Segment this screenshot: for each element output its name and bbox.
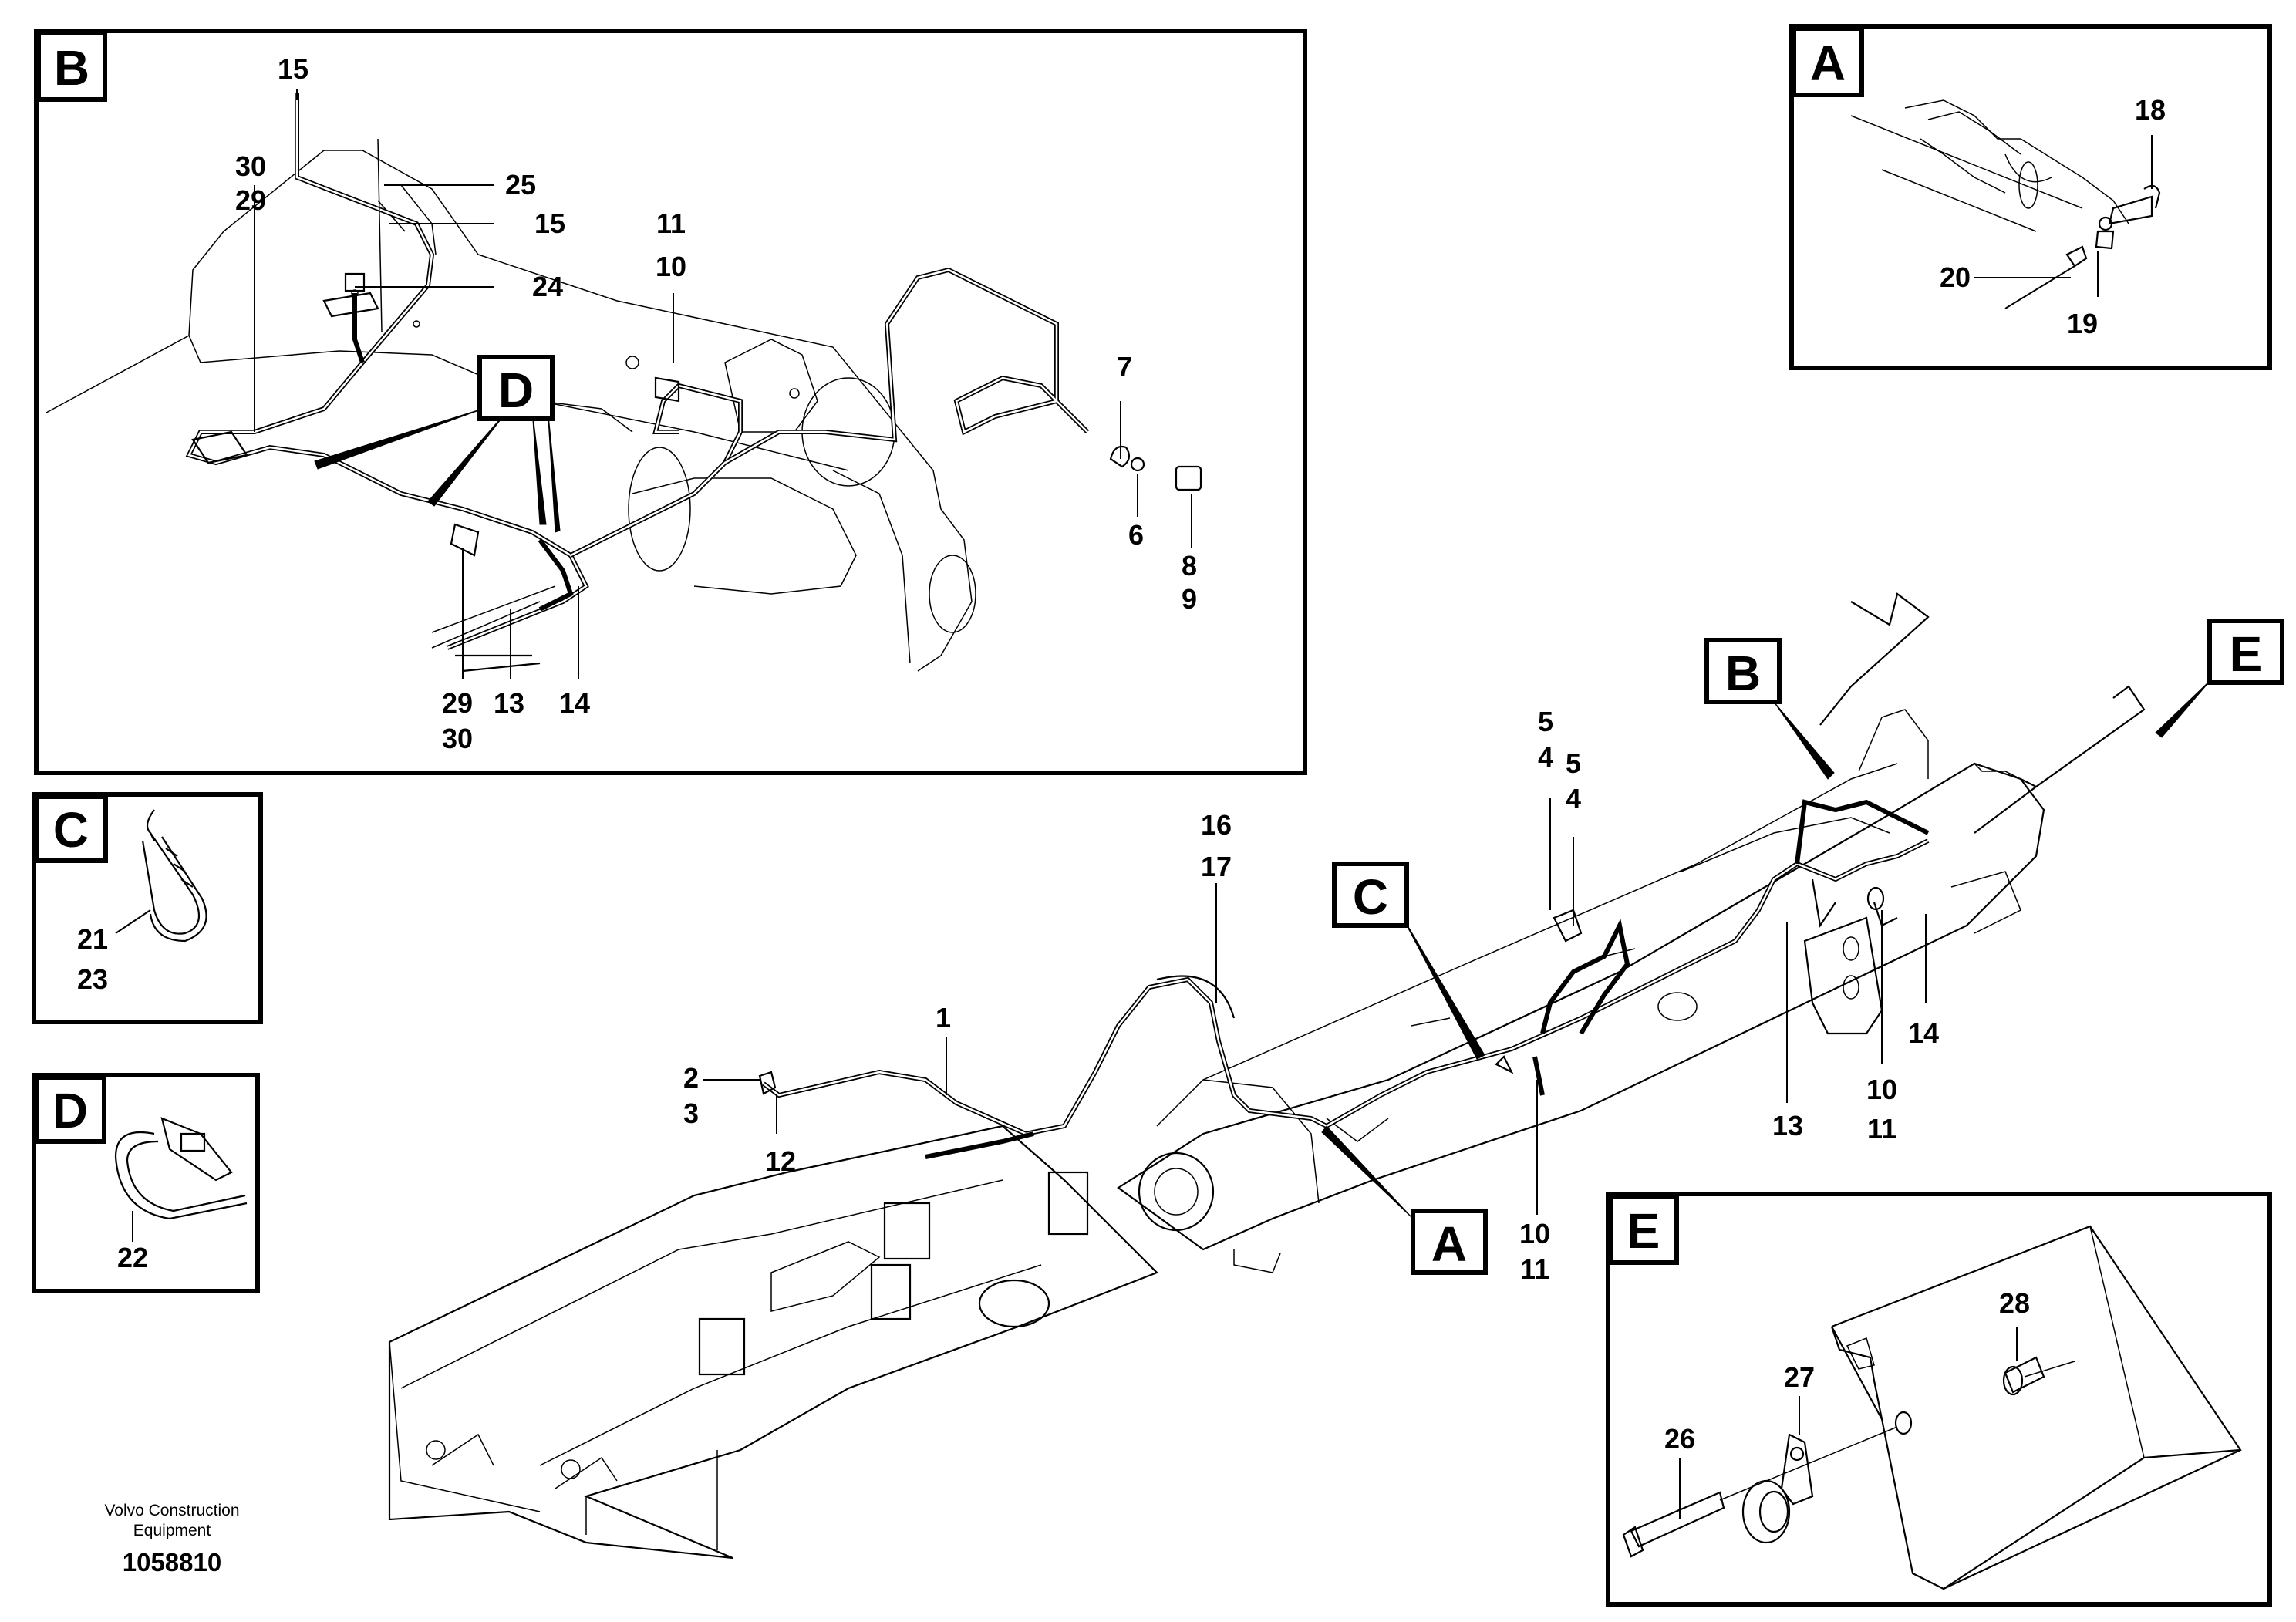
callout-a-tag [1411, 1209, 1488, 1275]
detail-box-c: C 21 23 [32, 792, 263, 1024]
footer-block: Volvo Construction Equipment 1058810 [104, 1502, 239, 1576]
label-m-4a: 4 [1538, 741, 1553, 773]
label-b-13: 13 [494, 687, 524, 719]
label-m-2: 2 [683, 1062, 699, 1094]
label-m-14: 14 [1908, 1017, 1939, 1049]
label-m-11b: 11 [1520, 1253, 1549, 1285]
callout-c-letter: C [1353, 869, 1388, 925]
detail-box-a-tag [1792, 26, 1864, 97]
label-m-16: 16 [1201, 809, 1232, 841]
detail-box-b-frame [34, 29, 1307, 775]
label-m-11a: 11 [1867, 1113, 1896, 1145]
main-chassis-drawing [388, 709, 2045, 1560]
label-e-27: 27 [1784, 1361, 1815, 1393]
detail-box-a-frame [1789, 24, 2272, 370]
label-b-11: 11 [656, 207, 686, 239]
label-c-23: 23 [77, 963, 108, 995]
label-b-29: 29 [235, 184, 266, 216]
detail-box-b-tag [36, 31, 107, 102]
callout-b-tag [1704, 638, 1782, 704]
label-b-9: 9 [1182, 583, 1197, 615]
label-m-1: 1 [936, 1002, 951, 1034]
detail-box-d-frame [32, 1073, 260, 1293]
label-m-10b: 10 [1519, 1218, 1550, 1249]
callout-e-letter: E [2230, 626, 2263, 682]
label-m-12: 12 [765, 1145, 796, 1177]
label-b-10: 10 [656, 251, 686, 282]
label-m-5b: 5 [1566, 747, 1581, 779]
label-b-15b: 15 [534, 207, 565, 239]
footer-company-line1: Volvo Construction [104, 1502, 239, 1519]
label-b-24: 24 [532, 271, 563, 302]
detail-b-harness [185, 93, 1202, 673]
detail-box-c-letter: C [53, 802, 89, 858]
label-m-4b: 4 [1566, 783, 1581, 814]
detail-box-d-tag [34, 1075, 106, 1144]
footer-company-line2: Equipment [133, 1522, 211, 1539]
label-b-14: 14 [559, 687, 590, 719]
callout-c-tag [1332, 862, 1409, 928]
label-b-29b: 29 [442, 687, 473, 719]
detail-box-d-letter: D [52, 1083, 88, 1138]
main-labels: 1 2 3 12 16 17 5 4 5 4 14 13 10 11 10 11 [683, 706, 1939, 1285]
callout-e-tag [2207, 619, 2284, 685]
label-b-15a: 15 [278, 53, 308, 85]
callout-d-tag [477, 355, 555, 421]
footer-drawing-number: 1058810 [123, 1548, 221, 1576]
label-d-22: 22 [117, 1242, 148, 1273]
label-e-28: 28 [1999, 1287, 2030, 1319]
label-a-18: 18 [2135, 94, 2166, 126]
detail-box-e-tag [1608, 1194, 1679, 1265]
label-c-21: 21 [77, 923, 108, 955]
detail-box-b-letter: B [54, 40, 89, 96]
detail-b-d-callout: D [314, 355, 561, 533]
label-b-6: 6 [1128, 519, 1144, 551]
label-a-19: 19 [2067, 308, 2098, 339]
label-b-30: 30 [235, 150, 266, 182]
detail-box-e-frame [1606, 1192, 2272, 1607]
detail-box-b: B [34, 29, 1307, 775]
label-m-13: 13 [1772, 1110, 1803, 1141]
detail-box-d: D 22 [32, 1073, 260, 1293]
main-harness [758, 592, 2146, 1159]
label-a-20: 20 [1940, 261, 1971, 293]
main-callouts: C A B E [1321, 619, 2284, 1275]
label-b-8: 8 [1182, 550, 1197, 582]
label-b-30b: 30 [442, 723, 473, 754]
detail-box-a: A 18 20 19 [1789, 24, 2272, 370]
label-b-25: 25 [505, 169, 536, 201]
callout-d-letter: D [498, 363, 534, 418]
detail-box-c-tag [34, 794, 108, 863]
label-b-7: 7 [1117, 351, 1132, 383]
detail-box-c-frame [32, 792, 263, 1024]
label-m-10a: 10 [1866, 1074, 1897, 1105]
label-e-26: 26 [1664, 1423, 1695, 1455]
label-m-17: 17 [1201, 851, 1232, 882]
callout-b-letter: B [1725, 646, 1761, 701]
detail-box-e: E 28 27 26 [1606, 1192, 2272, 1607]
callout-a-letter: A [1431, 1216, 1467, 1272]
label-m-3: 3 [683, 1098, 699, 1129]
detail-box-e-letter: E [1627, 1203, 1660, 1259]
detail-box-a-letter: A [1810, 35, 1846, 91]
label-m-5a: 5 [1538, 706, 1553, 737]
